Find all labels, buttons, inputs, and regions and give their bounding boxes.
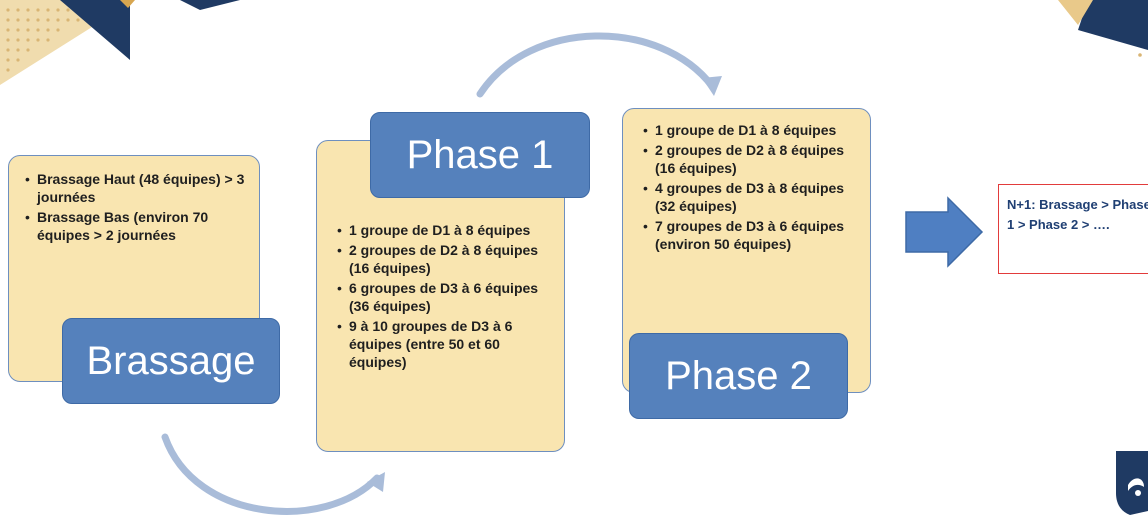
- curved-arrow-bottom: [161, 433, 385, 515]
- next-season-box: N+1: Brassage > Phase 1 > Phase 2 > ….: [998, 184, 1148, 274]
- corner-decoration-top-right: [1058, 0, 1148, 57]
- corner-decoration-top-left: [0, 0, 240, 85]
- list-item: 2 groupes de D2 à 8 équipes (16 équipes): [337, 241, 554, 277]
- brassage-title: Brassage: [62, 318, 280, 404]
- list-item: 4 groupes de D3 à 8 équipes (32 équipes): [643, 179, 860, 215]
- emblem-logo: [1116, 451, 1148, 515]
- list-item: 6 groupes de D3 à 6 équipes (36 équipes): [337, 279, 554, 315]
- list-item: 1 groupe de D1 à 8 équipes: [337, 221, 554, 239]
- list-item: 1 groupe de D1 à 8 équipes: [643, 121, 860, 139]
- phase2-title: Phase 2: [629, 333, 848, 419]
- phase1-title: Phase 1: [370, 112, 590, 198]
- list-item: 2 groupes de D2 à 8 équipes (16 équipes): [643, 141, 860, 177]
- phase1-list: 1 groupe de D1 à 8 équipes 2 groupes de …: [335, 221, 554, 371]
- list-item: 7 groupes de D3 à 6 équipes (environ 50 …: [643, 217, 860, 253]
- list-item: Brassage Bas (environ 70 équipes > 2 jou…: [25, 208, 249, 244]
- phase2-list: 1 groupe de D1 à 8 équipes 2 groupes de …: [641, 121, 860, 253]
- right-arrow-icon: [905, 196, 984, 268]
- curved-arrow-top: [476, 32, 722, 98]
- list-item: 9 à 10 groupes de D3 à 6 équipes (entre …: [337, 317, 554, 371]
- brassage-list: Brassage Haut (48 équipes) > 3 journées …: [23, 170, 249, 244]
- list-item: Brassage Haut (48 équipes) > 3 journées: [25, 170, 249, 206]
